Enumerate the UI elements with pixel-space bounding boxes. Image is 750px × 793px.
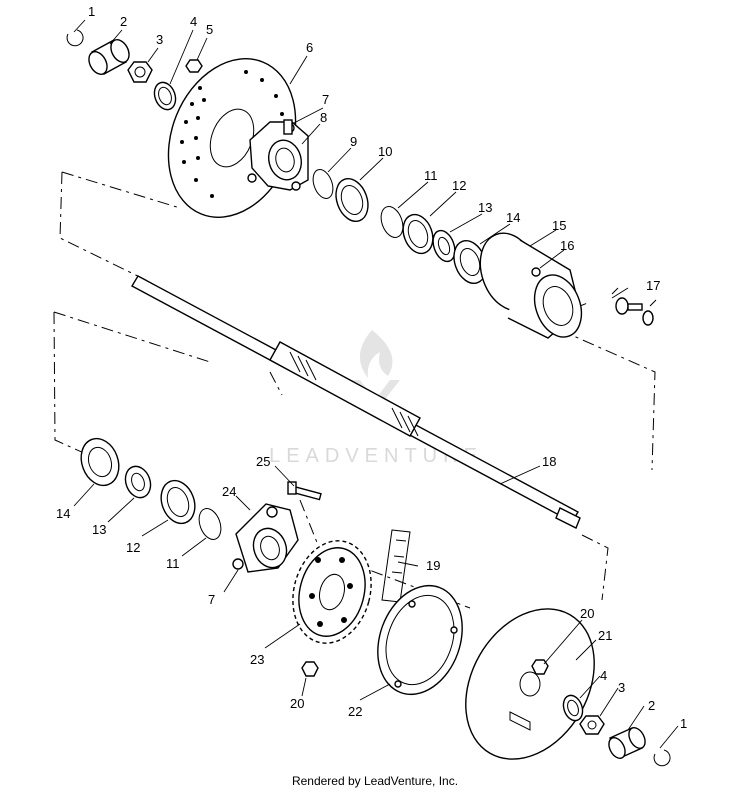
part-race-14-lower xyxy=(80,437,120,487)
callout-21: 21 xyxy=(598,628,612,643)
callout-20-right: 20 xyxy=(580,606,594,621)
part-ring-11-lower xyxy=(198,508,222,540)
callout-18: 18 xyxy=(542,454,556,469)
part-ring-11 xyxy=(380,206,404,238)
callout-4-top: 4 xyxy=(190,14,197,29)
part-brake-disc-lower xyxy=(465,608,595,760)
callout-7-top: 7 xyxy=(322,92,329,107)
callout-11-lower: 11 xyxy=(166,556,180,571)
callout-8: 8 xyxy=(320,110,327,125)
part-nut-top xyxy=(127,61,153,83)
callout-3-top: 3 xyxy=(156,32,163,47)
callout-17: 17 xyxy=(646,278,660,293)
leader-lines xyxy=(73,19,679,749)
part-sprocket xyxy=(292,540,372,644)
part-rear-axle xyxy=(131,275,581,529)
callout-12-top: 12 xyxy=(452,178,466,193)
part-stud-top xyxy=(283,119,293,135)
callout-15: 15 xyxy=(552,218,566,233)
callout-23: 23 xyxy=(250,652,264,667)
callout-2-lower: 2 xyxy=(648,698,655,713)
part-washer-top xyxy=(153,81,177,111)
part-brake-ring-22 xyxy=(377,584,463,696)
callout-25: 25 xyxy=(256,454,270,469)
part-chain-19 xyxy=(381,529,411,603)
callout-7-lower: 7 xyxy=(208,592,215,607)
callout-9: 9 xyxy=(350,134,357,149)
callout-12-lower: 12 xyxy=(126,540,140,555)
part-nut-20-lower xyxy=(301,661,319,677)
callout-2-top: 2 xyxy=(120,14,127,29)
callout-11-top: 11 xyxy=(424,168,438,183)
callout-1-top: 1 xyxy=(88,4,95,19)
callout-4-lower: 4 xyxy=(600,668,607,683)
callout-20-lower: 20 xyxy=(290,696,304,711)
part-snap-ring-9 xyxy=(312,169,334,199)
callout-5: 5 xyxy=(206,22,213,37)
part-spacer-lower xyxy=(608,727,646,759)
part-roller-13-lower xyxy=(124,465,152,499)
part-hub-top xyxy=(247,121,309,191)
callout-10: 10 xyxy=(378,144,392,159)
callout-14-top: 14 xyxy=(506,210,520,225)
part-fittings-17 xyxy=(611,287,657,326)
part-washer-lower xyxy=(562,694,584,722)
callout-14-lower: 14 xyxy=(56,506,70,521)
part-snap-ring-lower xyxy=(653,749,671,767)
callout-1-lower: 1 xyxy=(680,716,687,731)
part-spacer-top xyxy=(88,39,130,75)
part-nut-small xyxy=(185,59,203,73)
callout-13-top: 13 xyxy=(478,200,492,215)
callout-6: 6 xyxy=(306,40,313,55)
footer-credit: Rendered by LeadVenture, Inc. xyxy=(291,774,459,788)
callout-13-lower: 13 xyxy=(92,522,106,537)
callout-labels: 1 2 3 4 5 6 7 8 9 10 11 12 13 14 15 16 1… xyxy=(56,4,687,731)
part-roller-13 xyxy=(432,229,456,263)
part-bearing-carrier xyxy=(479,232,583,339)
part-snap-ring-top xyxy=(66,29,84,47)
part-race-12 xyxy=(402,213,434,255)
part-sprocket-hub xyxy=(232,503,299,573)
callout-24: 24 xyxy=(222,484,236,499)
callout-22: 22 xyxy=(348,704,362,719)
callout-3-lower: 3 xyxy=(618,680,625,695)
part-bearing-10 xyxy=(335,177,369,223)
callout-16: 16 xyxy=(560,238,574,253)
part-bolt-25 xyxy=(287,481,322,501)
part-race-12-lower xyxy=(160,479,196,525)
watermark-text: LEADVENTURE xyxy=(269,445,483,467)
part-nut-lower xyxy=(579,715,605,735)
callout-19: 19 xyxy=(426,558,440,573)
